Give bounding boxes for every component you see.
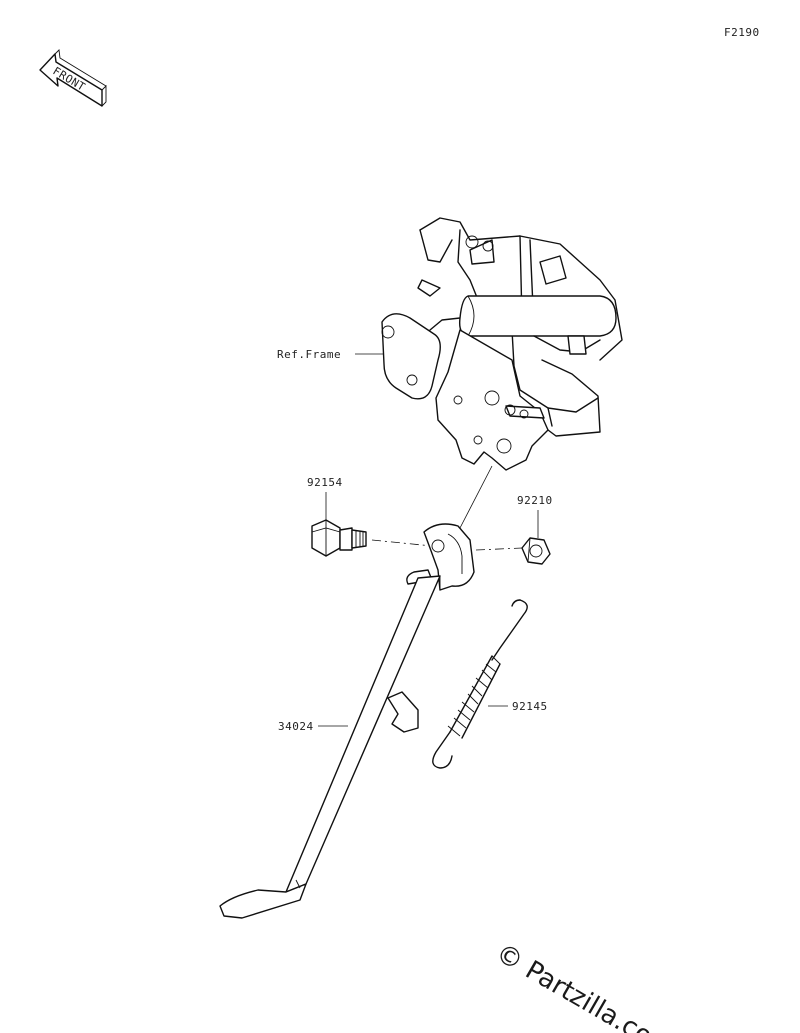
nut-92210 (521, 537, 551, 565)
partzilla-watermark: © Partzilla.co (491, 938, 658, 1033)
spring-92145 (432, 599, 528, 769)
pivot-leader (459, 465, 493, 529)
bolt-92154 (311, 519, 367, 557)
spring-callout: 92145 (512, 700, 548, 713)
ref-frame-label: Ref.Frame (277, 348, 341, 361)
stand-callout: 34024 (278, 720, 314, 733)
bolt-axis-line (371, 539, 433, 547)
nut-axis-line (475, 547, 523, 551)
front-arrow-icon: FRONT (39, 49, 107, 107)
nut-callout: 92210 (517, 494, 553, 507)
diagram-code: F2190 (724, 26, 760, 39)
frame-assembly (381, 217, 623, 471)
bolt-callout: 92154 (307, 476, 343, 489)
side-stand-34024 (219, 523, 475, 919)
